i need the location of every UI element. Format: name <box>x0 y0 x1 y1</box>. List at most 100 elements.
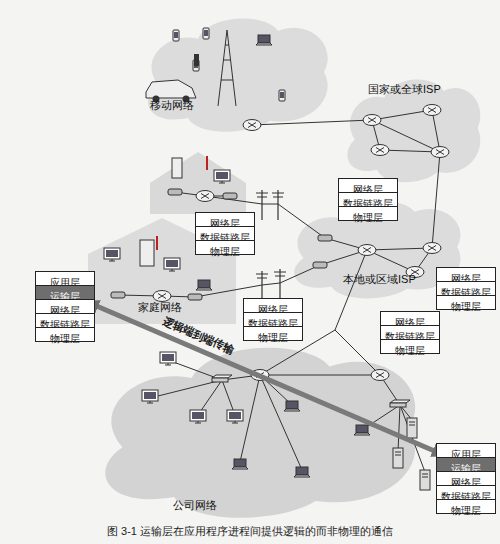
protocol-layer: 网络层 <box>35 299 95 314</box>
illustration-part <box>371 370 389 381</box>
logical-transport-arrow <box>84 301 446 456</box>
illustration-part <box>196 191 214 202</box>
illustration-part <box>214 170 230 183</box>
illustration-part <box>218 30 236 106</box>
illustration-part <box>194 54 199 66</box>
illustration-part <box>393 448 403 468</box>
illustration-part <box>140 240 154 266</box>
protocol-layer: 网络层 <box>436 471 496 486</box>
protocol-layer: 数据链路层 <box>436 485 496 500</box>
node-text: 物理层 <box>353 211 383 224</box>
links <box>118 110 440 472</box>
illustration-part <box>240 375 302 470</box>
illustration-part <box>256 190 268 220</box>
node-text: 家庭网络 <box>138 300 182 315</box>
illustration-part <box>203 28 209 39</box>
protocol-layer: 物理层 <box>436 295 496 310</box>
illustration-part <box>294 467 310 477</box>
illustration-part <box>363 115 381 126</box>
illustration-part <box>150 152 246 214</box>
network-region: 移动网络 <box>138 8 338 136</box>
node-text: 国家或全球ISP <box>368 82 441 97</box>
protocol-layer: 物理层 <box>380 339 440 354</box>
protocol-layer: 数据链路层 <box>243 312 303 327</box>
protocol-layer: 物理层 <box>195 240 255 255</box>
illustration-part <box>111 292 125 298</box>
devices <box>104 28 430 490</box>
illustration-part <box>227 410 243 423</box>
illustration-part <box>390 400 410 407</box>
illustration-part <box>173 30 179 41</box>
mobile-gear <box>146 30 236 106</box>
protocol-layer: 网络层 <box>195 212 255 227</box>
region-fill <box>88 218 236 324</box>
protocol-layer: 数据链路层 <box>338 192 398 207</box>
illustration-part <box>362 375 425 472</box>
protocol-layer: 网络层 <box>243 298 303 313</box>
illustration-part <box>104 248 120 261</box>
illustration-part <box>256 35 272 45</box>
region-fill <box>148 18 328 131</box>
illustration-part <box>196 280 212 290</box>
illustration-part <box>423 243 441 254</box>
illustration-part <box>371 145 389 156</box>
protocol-layer: 应用层 <box>436 443 496 458</box>
network-region: 国家或全球ISP <box>340 70 488 186</box>
illustration-part <box>172 158 182 178</box>
network-region: 公司网络 <box>88 332 433 524</box>
illustration-part <box>354 425 370 435</box>
illustration-part <box>420 470 430 490</box>
illustration-part <box>432 152 440 248</box>
illustration-part <box>160 352 176 365</box>
edge-label: 逻辑端到端传输 <box>160 313 237 357</box>
illustration-part <box>284 401 300 411</box>
illustration-part <box>153 291 171 302</box>
illustration-part <box>279 90 285 101</box>
node-text: 物理层 <box>50 332 80 345</box>
protocol-layer: 运输层 <box>436 457 496 472</box>
region-fill <box>347 79 480 182</box>
protocol-layer: 网络层 <box>338 178 398 193</box>
illustration-part <box>252 120 372 125</box>
region-outline <box>138 8 338 136</box>
protocol-layer: 数据链路层 <box>436 281 496 296</box>
illustration-part <box>164 258 180 271</box>
routers <box>153 105 449 381</box>
illustration-part <box>188 294 202 300</box>
node-text: 物理层 <box>451 504 481 517</box>
illustration-part <box>274 269 286 299</box>
illustration-part <box>318 235 332 241</box>
illustration-part <box>212 375 232 382</box>
protocol-layer: 数据链路层 <box>380 325 440 340</box>
node-text: 物理层 <box>395 344 425 357</box>
illustration-part <box>256 271 268 301</box>
figure-caption: 图 3-1 运输层在应用程序进程间提供逻辑的而非物理的通信 <box>0 524 500 539</box>
illustration-part <box>313 262 327 268</box>
illustration-part <box>142 390 158 403</box>
protocol-layer: 物理层 <box>35 327 95 342</box>
node-text: 本地或区域ISP <box>343 272 416 287</box>
illustration-part <box>423 105 441 116</box>
protocol-layer: 物理层 <box>243 326 303 341</box>
illustration-part <box>272 190 284 220</box>
node-text: 物理层 <box>451 300 481 313</box>
illustration-part <box>407 418 417 438</box>
region-fill <box>105 348 415 518</box>
protocol-layer: 应用层 <box>35 271 95 286</box>
protocol-layer: 网络层 <box>380 311 440 326</box>
illustration-part <box>251 370 269 381</box>
protocol-layer: 数据链路层 <box>195 226 255 241</box>
protocol-layer: 数据链路层 <box>35 313 95 328</box>
illustration-part <box>431 147 449 158</box>
illustration-part <box>223 193 237 199</box>
illustration-part <box>232 459 248 469</box>
node-text: 物理层 <box>258 331 288 344</box>
node-text: 公司网络 <box>173 498 217 513</box>
protocol-layer: 网络层 <box>436 267 496 282</box>
protocol-layer: 物理层 <box>338 206 398 221</box>
illustration-part <box>146 80 196 98</box>
illustration-part <box>190 410 206 423</box>
protocol-layer: 物理层 <box>436 499 496 514</box>
protocol-layer: 运输层 <box>35 285 95 300</box>
